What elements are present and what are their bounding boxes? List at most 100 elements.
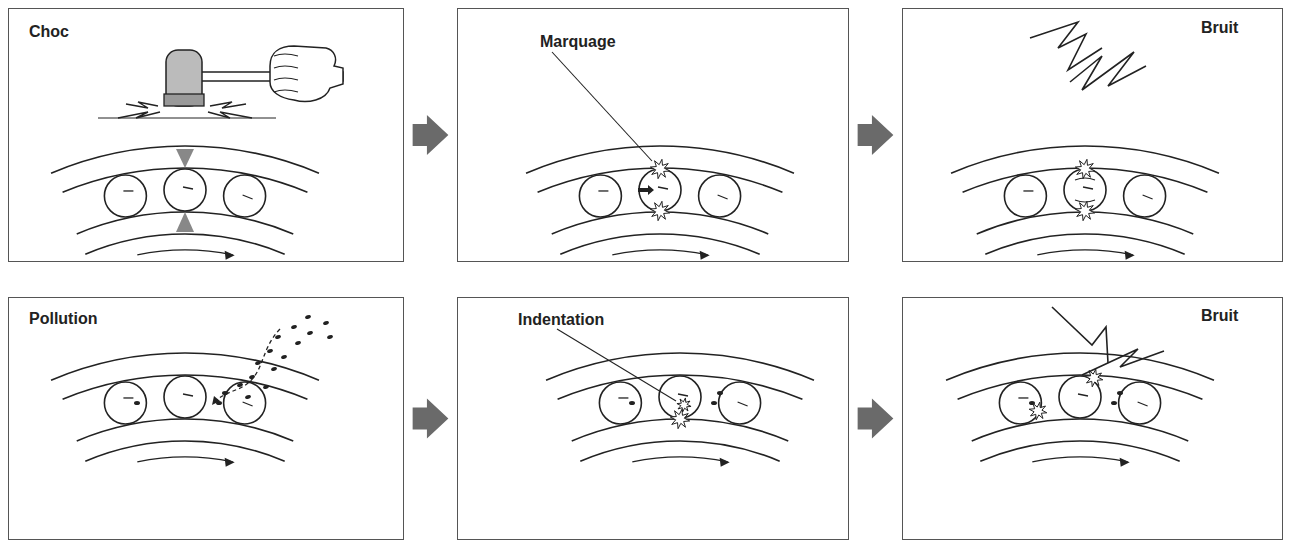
bearing-figure	[546, 329, 814, 467]
hand	[270, 46, 343, 102]
rolling-ball	[104, 175, 146, 217]
damage-burst	[677, 398, 691, 412]
noise-zigzag	[1030, 22, 1102, 70]
rolling-ball	[104, 382, 146, 424]
inner-ring	[985, 234, 1184, 254]
impact-load	[176, 212, 194, 232]
step-panel: Pollution	[8, 297, 404, 540]
step-panel: Bruit	[902, 8, 1283, 262]
finger-line	[274, 54, 298, 56]
rolling-ball	[1124, 175, 1166, 217]
rotation-arrow	[137, 250, 232, 255]
contaminant	[323, 320, 330, 325]
rotation-arrowhead	[1120, 458, 1130, 467]
roll-mark	[678, 394, 688, 396]
debris-particle	[134, 401, 140, 405]
flow-arrow	[413, 115, 449, 155]
debris-particle	[1117, 391, 1123, 395]
finger-line	[274, 66, 298, 68]
leader-line	[552, 52, 652, 161]
roll-mark	[1143, 195, 1153, 199]
flow-arrow	[858, 399, 894, 439]
flow-arrow	[858, 115, 894, 155]
damage-burst	[650, 159, 669, 178]
rotation-arrow	[632, 457, 727, 462]
noise-zigzag	[210, 102, 246, 108]
noise-zigzag	[1082, 349, 1164, 375]
rolling-ball	[699, 175, 741, 217]
panel-label: Indentation	[518, 311, 604, 329]
roll-mark	[183, 394, 193, 396]
rotation-arrowhead	[225, 251, 235, 260]
roll-mark	[738, 402, 748, 406]
roll-mark	[1078, 394, 1088, 396]
inner-ring	[560, 234, 759, 254]
damage-burst	[650, 201, 669, 220]
rolling-ball	[164, 169, 206, 211]
noise-zigzag	[126, 102, 158, 108]
noise-zigzag	[118, 112, 160, 118]
roll-mark	[243, 402, 253, 406]
contaminant	[263, 384, 270, 389]
rolling-ball	[659, 376, 701, 418]
inner-ring	[77, 419, 294, 441]
debris-particle	[629, 401, 635, 405]
rotation-arrowhead	[700, 251, 710, 260]
panel-label: Choc	[29, 23, 69, 41]
rotation-arrowhead	[720, 458, 730, 467]
panel-label: Marquage	[540, 33, 616, 51]
motion-arrow	[638, 185, 654, 195]
rotation-arrow	[137, 457, 232, 462]
roll-mark	[598, 190, 608, 191]
contaminant	[305, 314, 312, 319]
inner-ring	[580, 441, 779, 461]
contaminant	[291, 324, 298, 329]
roll-mark	[1018, 397, 1028, 398]
finger-line	[274, 90, 298, 92]
rolling-ball	[1004, 175, 1046, 217]
finger-line	[274, 78, 298, 80]
rotation-arrow	[1037, 250, 1132, 255]
roll-mark	[1138, 402, 1148, 406]
rotation-arrow	[612, 250, 707, 255]
rolling-ball	[224, 382, 266, 424]
rolling-ball	[1119, 382, 1161, 424]
roll-mark	[1083, 187, 1093, 189]
step-panel: Choc	[8, 8, 404, 262]
rolling-ball	[224, 175, 266, 217]
roll-mark	[183, 187, 193, 189]
panel-label: Bruit	[1201, 19, 1238, 37]
rolling-ball	[719, 382, 761, 424]
step-panel: Bruit	[902, 297, 1283, 540]
contaminant	[295, 340, 302, 345]
rotation-arrowhead	[225, 458, 235, 467]
debris-particle	[711, 401, 717, 405]
damage-burst	[1075, 201, 1094, 220]
inner-ring	[77, 212, 294, 234]
impact-line	[98, 118, 276, 119]
roll-mark	[1023, 190, 1033, 191]
contamination-path	[216, 329, 280, 401]
damage-burst	[1029, 402, 1047, 420]
contaminant	[267, 348, 274, 353]
rolling-ball	[599, 382, 641, 424]
contaminant	[327, 334, 334, 339]
leader-line	[557, 329, 676, 401]
roll-mark	[658, 187, 668, 189]
rolling-ball	[164, 376, 206, 418]
hammer-face	[164, 94, 204, 106]
roll-mark	[718, 195, 728, 199]
contaminant	[245, 394, 252, 399]
bearing-figure	[946, 307, 1214, 467]
panel-label: Pollution	[29, 310, 97, 328]
panel-label: Bruit	[1201, 307, 1238, 325]
rotation-arrowhead	[1125, 251, 1135, 260]
contaminant	[255, 360, 262, 365]
noise-zigzag	[1070, 52, 1146, 90]
bearing-figure	[951, 22, 1219, 260]
inner-ring	[85, 234, 284, 254]
debris-particle	[1111, 401, 1117, 405]
debris-particle	[717, 391, 723, 395]
